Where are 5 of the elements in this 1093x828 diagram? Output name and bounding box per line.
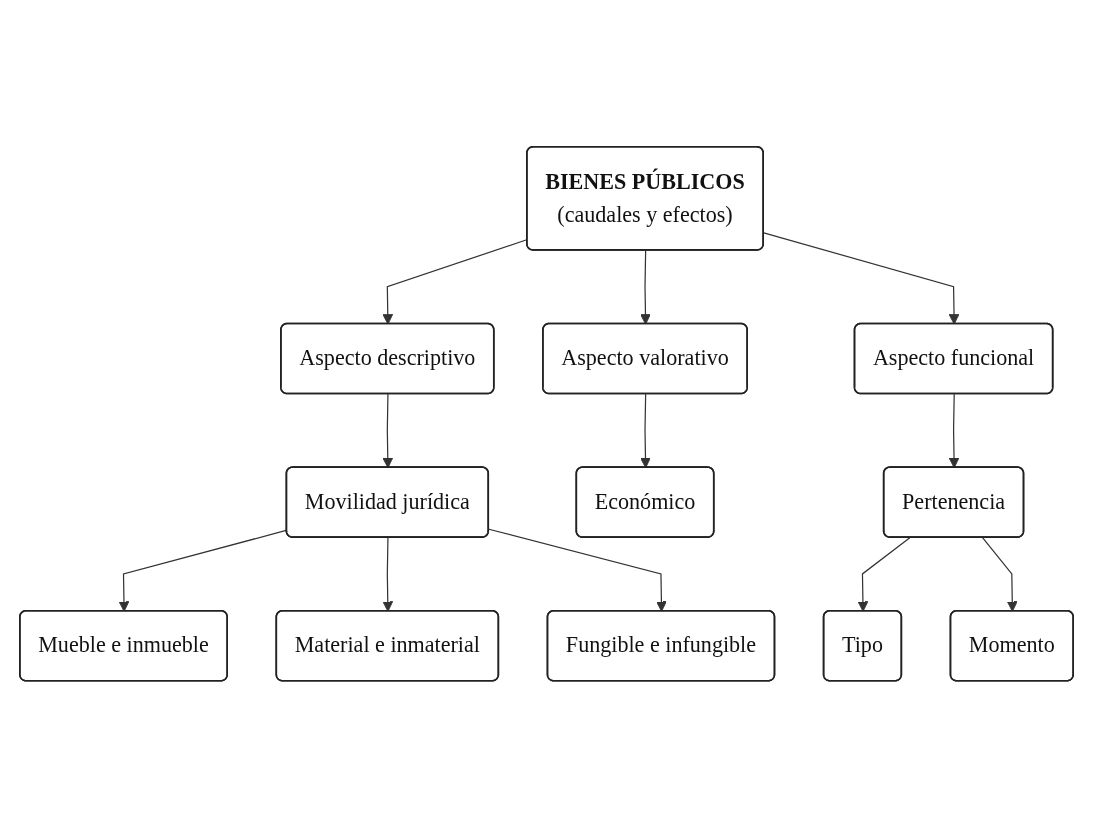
arrow xyxy=(640,393,651,469)
arrow xyxy=(640,250,651,325)
arrow xyxy=(948,393,960,469)
arrow xyxy=(763,232,960,325)
arrow xyxy=(382,393,394,469)
